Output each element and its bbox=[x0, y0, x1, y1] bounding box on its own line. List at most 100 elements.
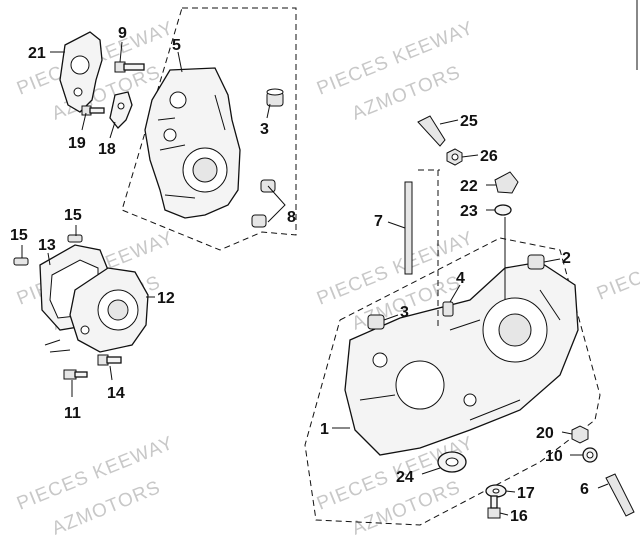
leader-8 bbox=[267, 185, 286, 223]
callout-26: 26 bbox=[480, 148, 498, 165]
bolt-boss bbox=[372, 352, 388, 368]
leader-3a bbox=[266, 103, 271, 119]
callout-16: 16 bbox=[510, 508, 528, 525]
bolt-boss bbox=[163, 128, 177, 142]
seal-inner bbox=[445, 457, 459, 467]
cover-edge-detail bbox=[44, 339, 71, 353]
dowel-pin bbox=[13, 257, 29, 266]
assembly-outline bbox=[121, 7, 297, 251]
leader-26 bbox=[461, 154, 479, 158]
leader-6 bbox=[597, 483, 609, 489]
oring-23 bbox=[494, 204, 512, 216]
callout-5: 5 bbox=[172, 37, 181, 54]
casting-ribs bbox=[359, 289, 561, 421]
callout-20: 20 bbox=[536, 425, 554, 442]
leader-14 bbox=[109, 365, 113, 381]
bolt-body bbox=[442, 301, 454, 317]
part-bolt-16 bbox=[487, 495, 501, 519]
part-nut-20 bbox=[571, 425, 589, 444]
part-bolt-11 bbox=[63, 369, 88, 380]
bolt-shank bbox=[417, 115, 446, 147]
part-gasket-21 bbox=[59, 31, 103, 113]
part-dowels-15 bbox=[13, 234, 83, 266]
part-nut-26 bbox=[446, 148, 463, 166]
clip-body bbox=[109, 91, 133, 129]
part-bolt-25 bbox=[417, 115, 446, 147]
part-washer-17 bbox=[485, 484, 507, 498]
callout-7: 7 bbox=[374, 213, 383, 230]
callout-2: 2 bbox=[562, 250, 571, 267]
leader-3b bbox=[383, 314, 399, 321]
callout-14: 14 bbox=[107, 385, 125, 402]
gasket-hole bbox=[73, 87, 83, 97]
casting-ribs bbox=[157, 94, 226, 199]
callout-13: 13 bbox=[38, 237, 56, 254]
leader-lines bbox=[21, 41, 609, 516]
callout-11: 11 bbox=[64, 405, 81, 422]
stud-body bbox=[605, 473, 635, 517]
bolt-shank bbox=[89, 107, 105, 114]
leader-13 bbox=[47, 252, 51, 266]
bolt-head bbox=[63, 369, 77, 380]
callout-10: 10 bbox=[545, 448, 563, 465]
bolt-shank bbox=[74, 371, 88, 378]
assembly-outline bbox=[304, 237, 601, 526]
part-seal-24 bbox=[437, 451, 467, 473]
callout-17: 17 bbox=[517, 485, 535, 502]
bolt-shank bbox=[490, 495, 498, 509]
callout-4: 4 bbox=[456, 270, 465, 287]
part-bolt-19 bbox=[81, 105, 105, 116]
plug-head bbox=[494, 171, 519, 194]
dowel-pin bbox=[251, 214, 267, 228]
callout-24: 24 bbox=[396, 469, 414, 486]
callout-6: 6 bbox=[580, 481, 589, 498]
callout-22: 22 bbox=[460, 178, 478, 195]
part-right-crankcase bbox=[121, 7, 297, 251]
nut-hex bbox=[571, 425, 589, 444]
dowel-pin bbox=[67, 234, 83, 243]
callout-23: 23 bbox=[460, 203, 478, 220]
leader-24 bbox=[421, 467, 441, 475]
dowel-pin bbox=[527, 254, 545, 270]
washer-inner bbox=[586, 451, 594, 459]
leader-4 bbox=[449, 284, 461, 303]
gasket-hole bbox=[70, 55, 90, 75]
part-bolt-9 bbox=[114, 61, 145, 73]
dowel-pin-end bbox=[266, 88, 284, 96]
callout-3a: 3 bbox=[260, 121, 269, 138]
callout-3b: 3 bbox=[400, 304, 409, 321]
leader-25 bbox=[439, 119, 459, 125]
callout-9: 9 bbox=[118, 25, 127, 42]
callout-12: 12 bbox=[157, 290, 175, 307]
callout-numbers: 5 3 9 21 19 18 8 15 15 13 12 11 14 7 25 … bbox=[10, 25, 589, 525]
crank-hub bbox=[498, 313, 532, 347]
crankcase-body bbox=[144, 67, 241, 219]
dipstick-rod bbox=[404, 181, 413, 275]
leader-9 bbox=[119, 41, 123, 63]
cover-hub bbox=[107, 299, 129, 321]
part-clip-18 bbox=[109, 91, 133, 129]
part-dowel-pins-upper bbox=[251, 88, 284, 228]
washer-inner bbox=[492, 488, 500, 494]
callout-1: 1 bbox=[320, 421, 329, 438]
part-left-crankcase bbox=[304, 237, 601, 526]
bearing-hub bbox=[192, 157, 218, 183]
nut-hole bbox=[451, 153, 459, 161]
callout-19: 19 bbox=[68, 135, 86, 152]
leader-7 bbox=[387, 221, 406, 229]
leader-18 bbox=[109, 121, 116, 139]
leader-20 bbox=[561, 431, 573, 435]
callout-15a: 15 bbox=[10, 227, 28, 244]
watermark-text: PIECES KEEWAY bbox=[594, 223, 640, 305]
bolt-boss bbox=[463, 393, 477, 407]
leader-2 bbox=[543, 258, 561, 263]
callout-25: 25 bbox=[460, 113, 478, 130]
callout-18: 18 bbox=[98, 141, 116, 158]
leader-19 bbox=[81, 112, 87, 131]
cover-bolt-hole bbox=[80, 325, 90, 335]
bolt-shank bbox=[106, 356, 122, 364]
callout-21: 21 bbox=[28, 45, 46, 62]
transmission-bore bbox=[395, 360, 445, 410]
bolt-head bbox=[487, 507, 501, 519]
part-bolt-14 bbox=[97, 354, 122, 366]
